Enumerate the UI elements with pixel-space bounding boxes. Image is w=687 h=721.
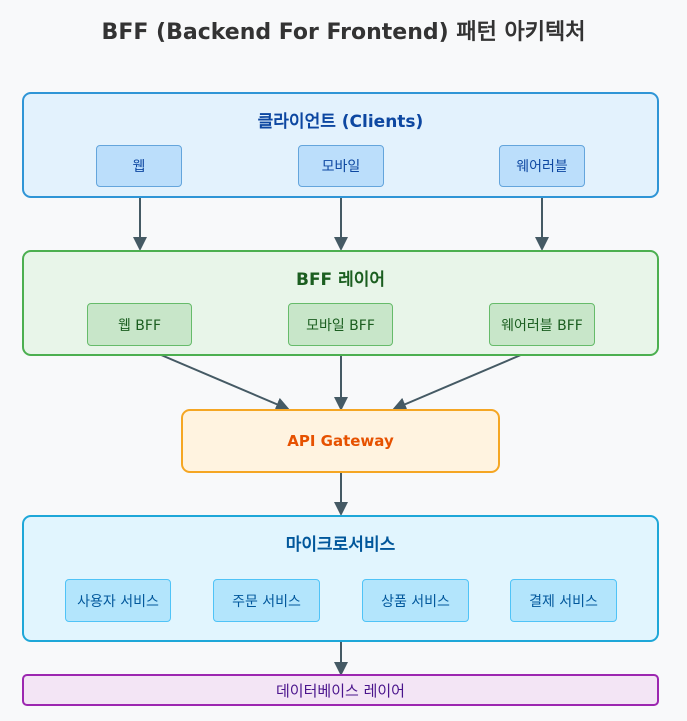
diagram-title: BFF (Backend For Frontend) 패턴 아키텍처 [101, 20, 586, 45]
service-user: 사용자 서비스 [65, 579, 171, 622]
service-order: 주문 서비스 [213, 579, 320, 622]
service-product: 상품 서비스 [362, 579, 469, 622]
client-web: 웹 [96, 145, 182, 187]
clients-layer-title: 클라이언트 (Clients) [257, 112, 424, 132]
bff-mobile: 모바일 BFF [288, 303, 393, 346]
client-wearable: 웨어러블 [499, 145, 585, 187]
service-payment: 결제 서비스 [510, 579, 617, 622]
bff-layer-title: BFF 레이어 [295, 270, 386, 290]
arrow-webbff-to-gateway [139, 345, 290, 411]
microservices-layer-title: 마이크로서비스 [285, 535, 396, 555]
api-gateway: API Gateway [181, 409, 500, 473]
arrow-wearablebff-to-gateway [392, 345, 543, 411]
client-mobile: 모바일 [298, 145, 384, 187]
bff-web: 웹 BFF [87, 303, 192, 346]
database-layer: 데이터베이스 레이어 [22, 674, 659, 706]
bff-wearable: 웨어러블 BFF [489, 303, 595, 346]
